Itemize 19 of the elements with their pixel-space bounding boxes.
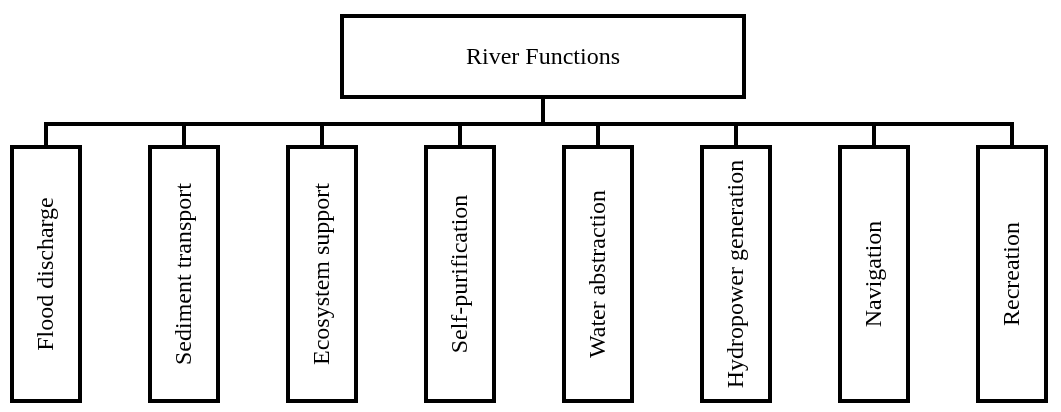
function-label: Recreation — [999, 221, 1025, 328]
function-box — [10, 145, 82, 403]
function-label: Sediment transport — [171, 182, 197, 367]
function-label: Self-purification — [447, 193, 473, 356]
function-label: Hydropower generation — [723, 158, 749, 391]
function-label: Flood discharge — [33, 196, 59, 353]
function-box — [148, 145, 220, 403]
function-box — [838, 145, 910, 403]
title-label: River Functions — [466, 43, 620, 70]
function-label: Water abstraction — [585, 189, 611, 360]
function-label: Navigation — [861, 219, 887, 330]
root-box — [340, 14, 746, 99]
connector-line — [541, 99, 1014, 145]
function-box — [976, 145, 1048, 403]
function-box — [286, 145, 358, 403]
function-box — [424, 145, 496, 403]
function-label: Ecosystem support — [309, 182, 335, 367]
function-box — [562, 145, 634, 403]
function-box — [700, 145, 772, 403]
